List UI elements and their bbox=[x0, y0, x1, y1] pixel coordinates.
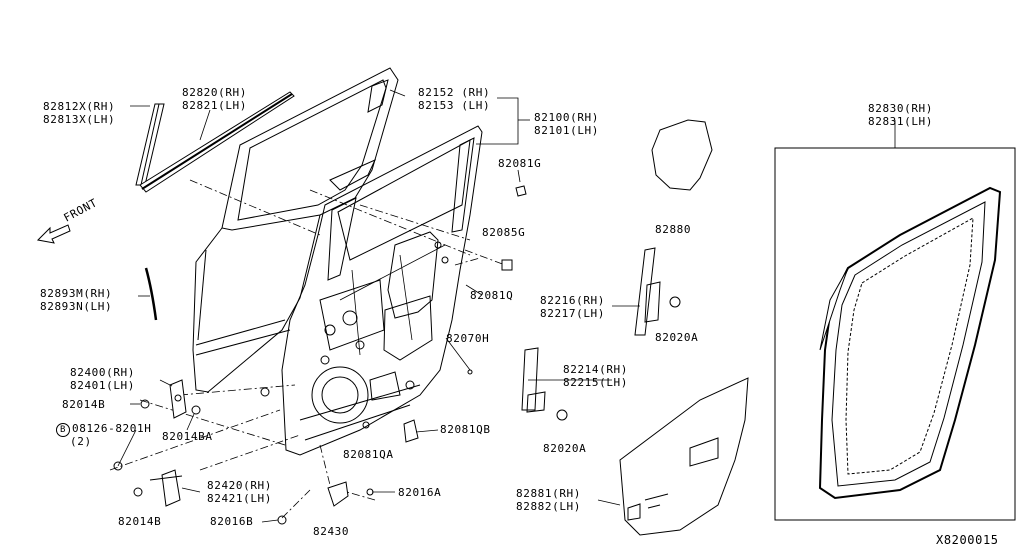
label-82081g: 82081G bbox=[498, 157, 542, 170]
label-82421-lh: 82421(LH) bbox=[207, 492, 273, 505]
rear-sash-part bbox=[634, 247, 681, 336]
label-82216-rh: 82216(RH) bbox=[540, 294, 606, 307]
label-82081qa: 82081QA bbox=[343, 448, 394, 461]
label-82893m-rh: 82893M(RH) bbox=[40, 287, 113, 300]
label-82014b-upper: 82014B bbox=[62, 398, 106, 411]
diagram-id: X8200015 bbox=[936, 533, 999, 547]
label-82070h: 82070H bbox=[446, 332, 490, 345]
label-82101-lh: 82101(LH) bbox=[534, 124, 600, 137]
label-82152-rh: 82152 (RH) bbox=[418, 86, 491, 99]
fasteners bbox=[260, 185, 527, 443]
label-82882-lh: 82882(LH) bbox=[516, 500, 582, 513]
label-82881-rh: 82881(RH) bbox=[516, 487, 582, 500]
label-82016b: 82016B bbox=[210, 515, 254, 528]
label-82401-lh: 82401(LH) bbox=[70, 379, 136, 392]
label-82020a-lower: 82020A bbox=[543, 442, 587, 455]
door-inner-panel bbox=[281, 125, 483, 456]
label-bolt-qty: (2) bbox=[70, 435, 92, 448]
door-weatherstrip-part bbox=[818, 186, 1002, 500]
label-82081q: 82081Q bbox=[470, 289, 514, 302]
door-outer-panel bbox=[139, 67, 399, 393]
front-sash-part bbox=[521, 347, 568, 421]
label-82420-rh: 82420(RH) bbox=[207, 479, 273, 492]
sealing-screen-part bbox=[651, 119, 713, 191]
label-82821-lh: 82821(LH) bbox=[182, 99, 248, 112]
assembly-lines bbox=[109, 179, 506, 519]
label-82020a-upper: 82020A bbox=[655, 331, 699, 344]
label-82214-rh: 82214(RH) bbox=[563, 363, 629, 376]
label-82153-lh: 82153 (LH) bbox=[418, 99, 491, 112]
label-82014b-lower: 82014B bbox=[118, 515, 162, 528]
label-82830-rh: 82830(RH) bbox=[868, 102, 934, 115]
label-82812x-rh: 82812X(RH) bbox=[43, 100, 116, 113]
label-bolt-code: 08126-8201H bbox=[72, 422, 152, 435]
label-82215-lh: 82215(LH) bbox=[563, 376, 629, 389]
label-82217-lh: 82217(LH) bbox=[540, 307, 606, 320]
label-82820-rh: 82820(RH) bbox=[182, 86, 248, 99]
upper-hinge-part bbox=[140, 379, 201, 419]
bolt-symbol-icon: B bbox=[56, 423, 70, 437]
label-leaders bbox=[117, 89, 896, 523]
door-check-part bbox=[277, 481, 374, 525]
label-82016a: 82016A bbox=[398, 486, 442, 499]
weather-strip-small bbox=[144, 267, 158, 321]
label-82430: 82430 bbox=[313, 525, 350, 538]
label-82085g: 82085G bbox=[482, 226, 526, 239]
label-82880: 82880 bbox=[655, 223, 692, 236]
weatherstrip-box bbox=[774, 147, 1016, 521]
lower-hinge-part bbox=[113, 461, 183, 507]
label-82893n-lh: 82893N(LH) bbox=[40, 300, 113, 313]
label-82813x-lh: 82813X(LH) bbox=[43, 113, 116, 126]
label-82014ba: 82014BA bbox=[162, 430, 213, 443]
label-82100-rh: 82100(RH) bbox=[534, 111, 600, 124]
label-82400-rh: 82400(RH) bbox=[70, 366, 136, 379]
label-82081qb: 82081QB bbox=[440, 423, 491, 436]
front-arrow-icon bbox=[36, 224, 71, 244]
label-82831-lh: 82831(LH) bbox=[868, 115, 934, 128]
door-trim-part bbox=[619, 377, 749, 536]
